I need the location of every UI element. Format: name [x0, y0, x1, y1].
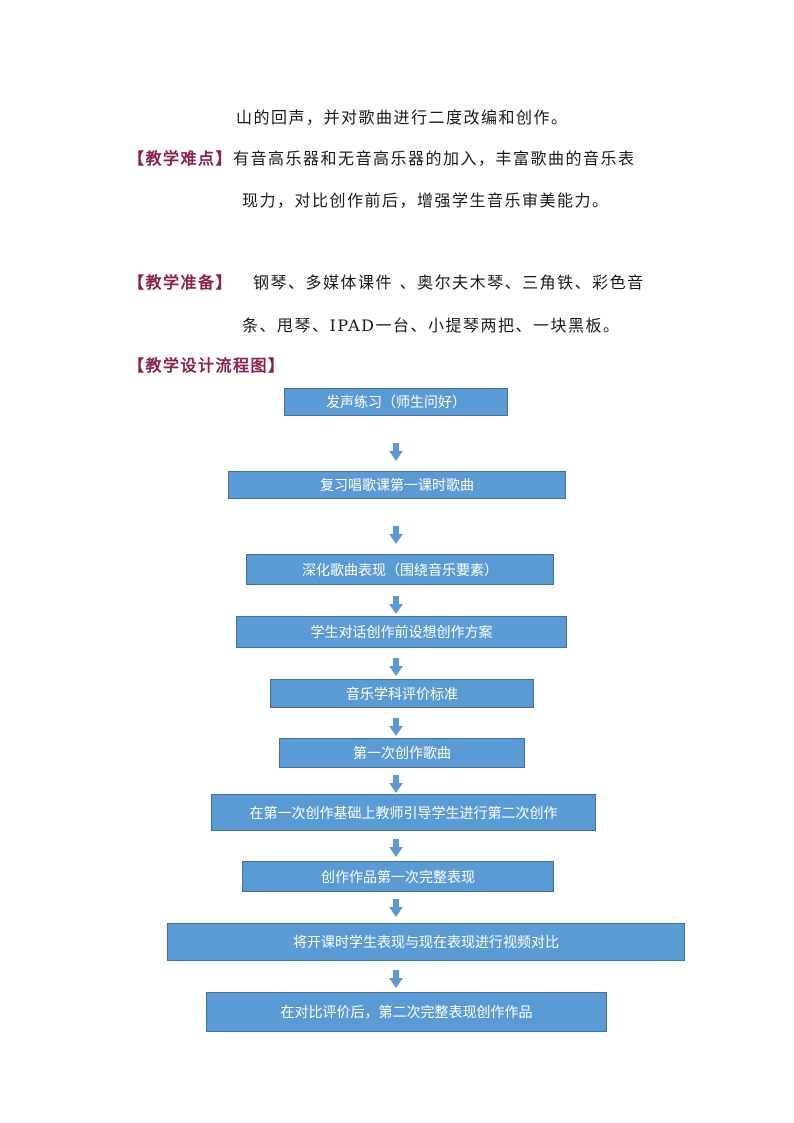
flow-step-9: 将开课时学生表现与现在表现进行视频对比: [167, 923, 685, 961]
difficulty-text-1: 有音高乐器和无音高乐器的加入，丰富歌曲的音乐表: [233, 149, 636, 168]
difficulty-line-1: 【教学难点】有音高乐器和无音高乐器的加入，丰富歌曲的音乐表: [128, 149, 636, 169]
flow-step-10: 在对比评价后，第二次完整表现创作作品: [206, 992, 607, 1032]
down-arrow-icon: [389, 658, 403, 676]
flow-step-4: 学生对话创作前设想创作方案: [236, 616, 567, 648]
flow-step-5: 音乐学科评价标准: [270, 679, 534, 708]
preparation-text-1: 钢琴、多媒体课件 、奥尔夫木琴、三角铁、彩色音: [253, 273, 645, 292]
down-arrow-icon: [389, 596, 403, 614]
down-arrow-icon: [389, 899, 403, 917]
down-arrow-icon: [389, 775, 403, 793]
flow-step-6: 第一次创作歌曲: [279, 738, 525, 768]
down-arrow-icon: [389, 443, 403, 461]
difficulty-text-2: 现力，对比创作前后，增强学生音乐审美能力。: [242, 191, 610, 210]
flowchart-title: 【教学设计流程图】: [128, 356, 286, 375]
flow-step-2: 复习唱歌课第一课时歌曲: [228, 471, 566, 499]
flow-step-7: 在第一次创作基础上教师引导学生进行第二次创作: [211, 794, 596, 831]
preparation-label: 【教学准备】: [128, 273, 234, 292]
flow-step-1: 发声练习（师生问好）: [284, 388, 508, 416]
continuation-text: 山的回声，并对歌曲进行二度改编和创作。: [236, 108, 569, 127]
preparation-line-1: 【教学准备】钢琴、多媒体课件 、奥尔夫木琴、三角铁、彩色音: [128, 273, 645, 293]
down-arrow-icon: [389, 526, 403, 544]
down-arrow-icon: [389, 970, 403, 988]
flow-step-8: 创作作品第一次完整表现: [242, 861, 554, 892]
preparation-text-2: 条、甩琴、IPAD一台、小提琴两把、一块黑板。: [242, 316, 621, 335]
flow-step-3: 深化歌曲表现（围绕音乐要素）: [246, 554, 554, 585]
down-arrow-icon: [389, 839, 403, 857]
difficulty-label: 【教学难点】: [128, 149, 234, 168]
down-arrow-icon: [389, 718, 403, 736]
